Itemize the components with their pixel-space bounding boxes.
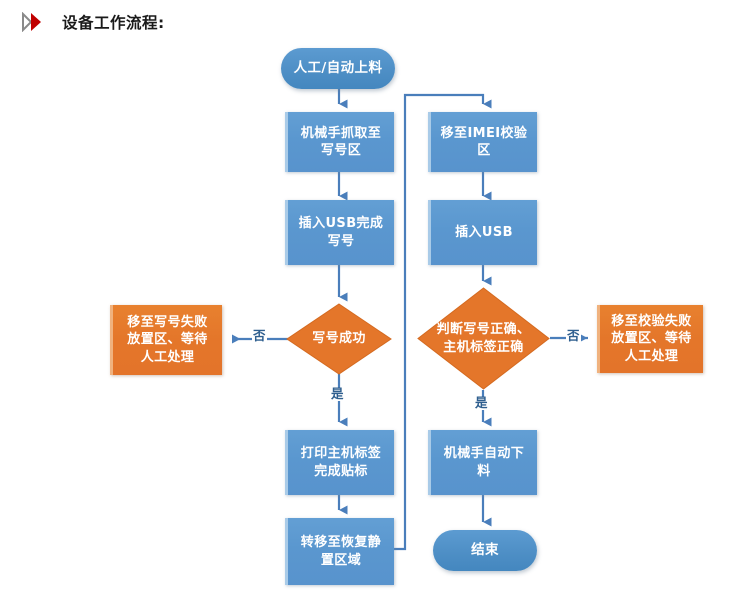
node-grab-label: 机械手抓取至 写号区	[300, 125, 382, 158]
node-decision-verify-label: 判断写号正确、 主机标签正确	[436, 322, 531, 355]
node-print-host-label[interactable]: 打印主机标签 完成贴标	[285, 430, 394, 495]
node-usb-insert-label: 插入USB	[455, 224, 513, 240]
edge-label-write-yes: 是	[330, 386, 345, 401]
node-start[interactable]: 人工/自动上料	[281, 48, 395, 89]
node-usb-write-label: 插入USB完成 写号	[298, 216, 384, 249]
node-grab-to-write-area[interactable]: 机械手抓取至 写号区	[285, 112, 394, 172]
edge-label-verify-no: 否	[566, 328, 581, 343]
node-unload-label: 机械手自动下 料	[443, 446, 525, 479]
node-decision-verify[interactable]: 判断写号正确、 主机标签正确	[417, 287, 550, 390]
node-usb-write[interactable]: 插入USB完成 写号	[285, 200, 394, 265]
node-auto-unload[interactable]: 机械手自动下 料	[428, 430, 537, 495]
node-usb-insert[interactable]: 插入USB	[428, 200, 537, 265]
node-decision-write-label: 写号成功	[312, 331, 366, 347]
node-start-label: 人工/自动上料	[293, 59, 383, 76]
edge-moverest-to-imei	[393, 93, 492, 551]
diamond-shape-verify	[417, 287, 550, 390]
edge-label-verify-yes: 是	[474, 395, 489, 410]
node-write-fail-label: 移至写号失败 放置区、等待 人工处理	[127, 315, 208, 365]
page-title: 设备工作流程:	[62, 14, 165, 32]
node-move-rest-label: 转移至恢复静 置区域	[300, 535, 382, 568]
page-header: 设备工作流程:	[0, 0, 744, 44]
node-print-label: 打印主机标签 完成贴标	[300, 446, 382, 479]
node-decision-write-success[interactable]: 写号成功	[286, 303, 392, 375]
node-move-to-rest-area[interactable]: 转移至恢复静 置区域	[285, 518, 394, 585]
node-move-imei-label: 移至IMEI校验 区	[440, 125, 528, 158]
double-chevron-icon	[22, 11, 50, 33]
diamond-shape-write	[286, 303, 392, 375]
edge-label-write-no: 否	[252, 328, 267, 343]
node-end[interactable]: 结束	[433, 530, 537, 571]
node-verify-fail-label: 移至校验失败 放置区、等待 人工处理	[611, 314, 692, 364]
node-end-label: 结束	[471, 541, 499, 558]
node-write-fail-area[interactable]: 移至写号失败 放置区、等待 人工处理	[110, 305, 222, 375]
node-verify-fail-area[interactable]: 移至校验失败 放置区、等待 人工处理	[597, 305, 703, 373]
node-move-to-imei-area[interactable]: 移至IMEI校验 区	[428, 112, 537, 172]
